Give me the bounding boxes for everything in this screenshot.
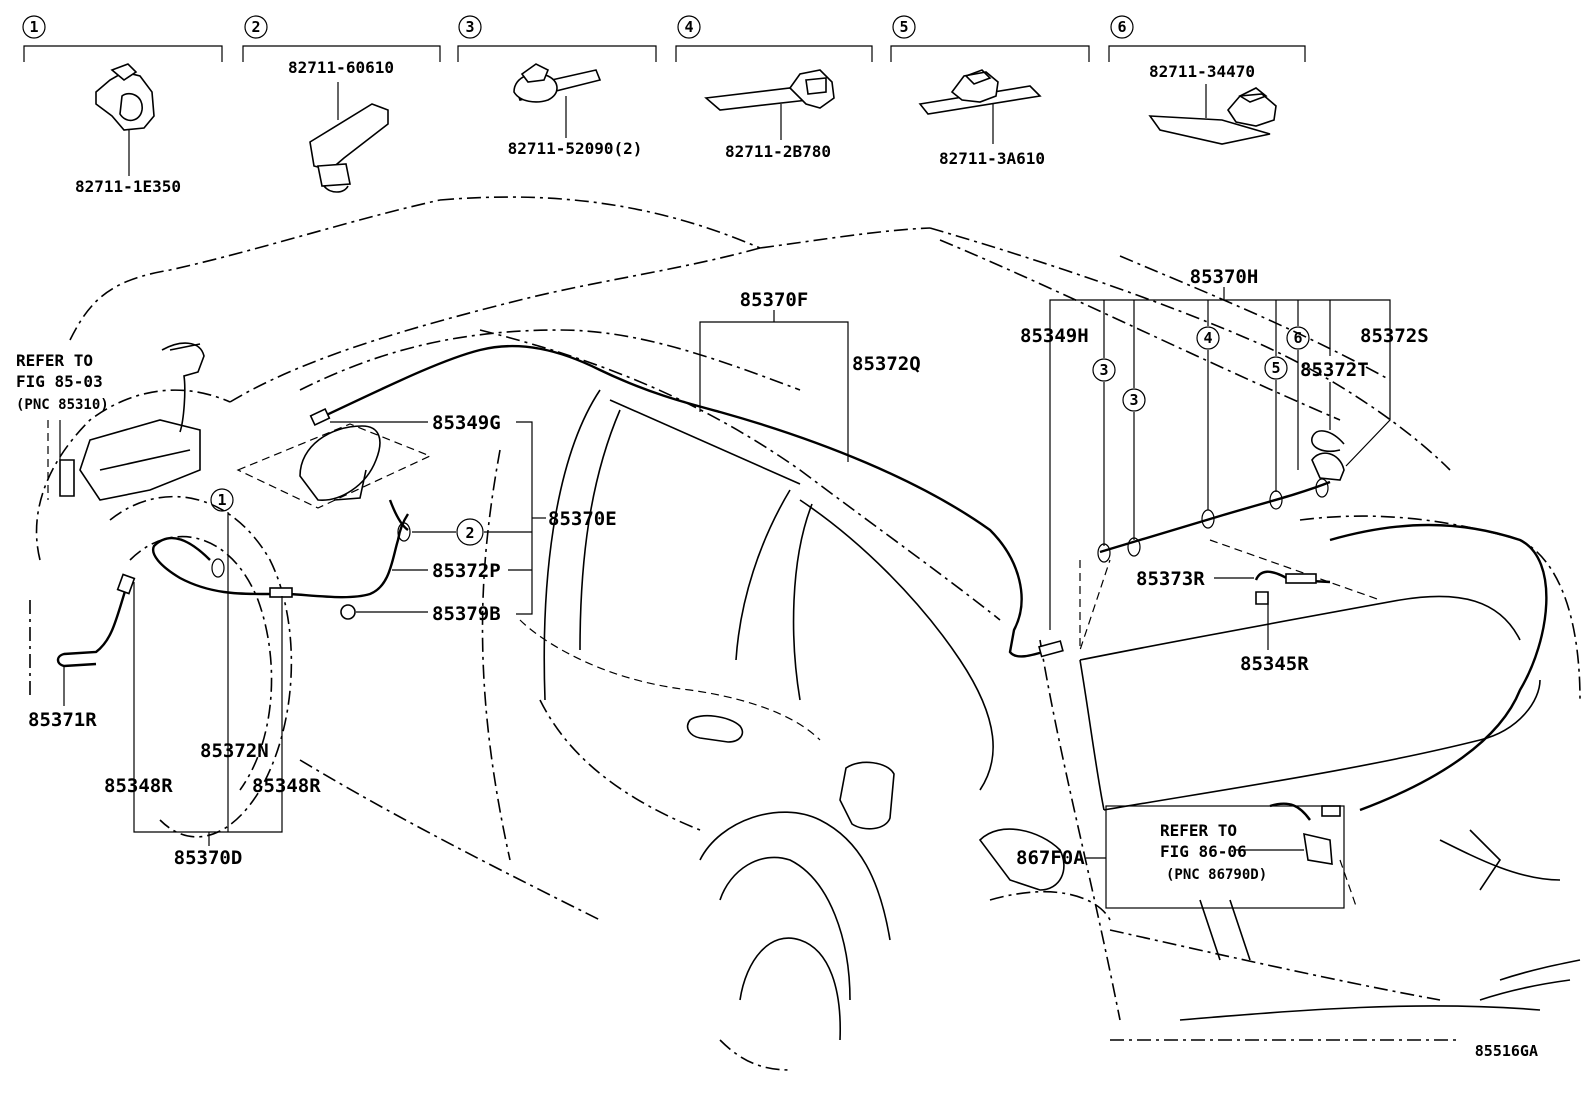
refer-rear-line1: REFER TO (1160, 821, 1237, 840)
circle-rear-d: 5 (1271, 359, 1280, 377)
label-867F0A: 867F0A (1016, 847, 1085, 869)
rear-joint-icon (1285, 573, 1317, 584)
diagram-code: 85516GA (1475, 1042, 1538, 1060)
rear-nozzle-icon (1255, 591, 1269, 605)
clip-variant-4: 4 82711-2B780 (675, 15, 873, 161)
tail-lamp-icon (978, 828, 1065, 891)
clip-variant-2-part-number: 82711-60610 (288, 58, 394, 77)
washer-hoses (56, 344, 1548, 821)
part-number-labels: 85370F 85372Q 85370H 85349H 85372S 85372… (28, 266, 1429, 869)
circle-rear-e: 6 (1293, 329, 1302, 347)
clip-variant-1-part-number: 82711-1E350 (75, 177, 181, 196)
clip-variant-1: 1 82711-1E350 (22, 15, 223, 196)
label-85370H: 85370H (1190, 266, 1259, 288)
refer-front-line1: REFER TO (16, 351, 93, 370)
clip-variant-4-index: 4 (684, 18, 693, 36)
label-85373R: 85373R (1136, 568, 1205, 590)
label-85370D: 85370D (174, 847, 243, 869)
clip-variant-2: 2 82711-60610 (242, 15, 441, 193)
clip-5-icon (918, 69, 1042, 115)
rear-connector-icon (1321, 805, 1341, 817)
clip-variant-3-index: 3 (465, 18, 474, 36)
label-85349G: 85349G (432, 412, 501, 434)
side-mirror-icon (299, 425, 381, 501)
circle-mirror: 2 (465, 524, 474, 542)
refer-rear-line3: (PNC 86790D) (1166, 867, 1267, 883)
label-85372N: 85372N (200, 740, 269, 762)
nozzle-clip-icon (340, 604, 356, 620)
label-85370E: 85370E (548, 508, 617, 530)
circle-front-fender: 1 (217, 491, 226, 509)
clip-variant-5-index: 5 (899, 18, 908, 36)
label-85348R-left: 85348R (104, 775, 173, 797)
label-85349H: 85349H (1020, 325, 1089, 347)
label-85379B: 85379B (432, 603, 501, 625)
circle-rear-c: 4 (1203, 329, 1212, 347)
circle-rear-b: 3 (1129, 391, 1138, 409)
clip-variant-6-index: 6 (1117, 18, 1126, 36)
label-85372T: 85372T (1300, 359, 1369, 381)
label-85372Q: 85372Q (852, 353, 921, 375)
label-85372S: 85372S (1360, 325, 1429, 347)
label-85348R-right: 85348R (252, 775, 321, 797)
refer-note-rear: REFER TO FIG 86-06 (PNC 86790D) (1160, 821, 1267, 883)
fuel-door-icon (839, 761, 895, 830)
label-85371R: 85371R (28, 709, 97, 731)
washer-tank-icon (47, 342, 205, 501)
clip-variant-5-part-number: 82711-3A610 (939, 149, 1045, 168)
clip-3-icon (513, 63, 602, 103)
clip-variant-1-index: 1 (29, 18, 38, 36)
refer-front-line3: (PNC 85310) (16, 397, 109, 413)
label-85345R: 85345R (1240, 653, 1309, 675)
refer-rear-line2: FIG 86-06 (1160, 842, 1247, 861)
label-85372P: 85372P (432, 560, 501, 582)
rear-check-valve-icon (1038, 640, 1064, 658)
clip-variant-2-index: 2 (251, 18, 260, 36)
rear-clip-icon (1311, 430, 1345, 453)
circle-rear-a: 3 (1099, 361, 1108, 379)
refer-front-line2: FIG 85-03 (16, 372, 103, 391)
clip-2-icon (309, 103, 389, 193)
joint-icon (269, 587, 293, 598)
washer-pump-icon (59, 459, 75, 497)
callout-leaders (59, 287, 1391, 909)
refer-note-front: REFER TO FIG 85-03 (PNC 85310) (16, 351, 109, 413)
clip-variant-3: 3 82711-52090(2) (457, 15, 657, 158)
clip-variant-6-part-number: 82711-34470 (1149, 62, 1255, 81)
rear-washer-nozzle-icon (1303, 832, 1333, 865)
clip-variant-4-part-number: 82711-2B780 (725, 142, 831, 161)
clip-1-icon (95, 63, 155, 131)
clip-variant-3-part-number: 82711-52090(2) (508, 139, 643, 158)
check-valve-icon (309, 408, 331, 426)
vehicle-body-outline (29, 196, 1581, 1071)
clip-variant-5: 5 82711-3A610 (890, 15, 1090, 168)
clip-6-icon (1148, 87, 1277, 145)
clip-4-icon (704, 69, 835, 111)
circle-callouts: 1 2 3 3 4 5 6 (210, 326, 1310, 546)
rear-hose-end-icon (1311, 452, 1345, 481)
label-85370F: 85370F (740, 289, 809, 311)
door-handle-icon (686, 714, 744, 743)
clip-variant-6: 6 82711-34470 (1108, 15, 1306, 145)
joint-icon-left (116, 573, 136, 595)
